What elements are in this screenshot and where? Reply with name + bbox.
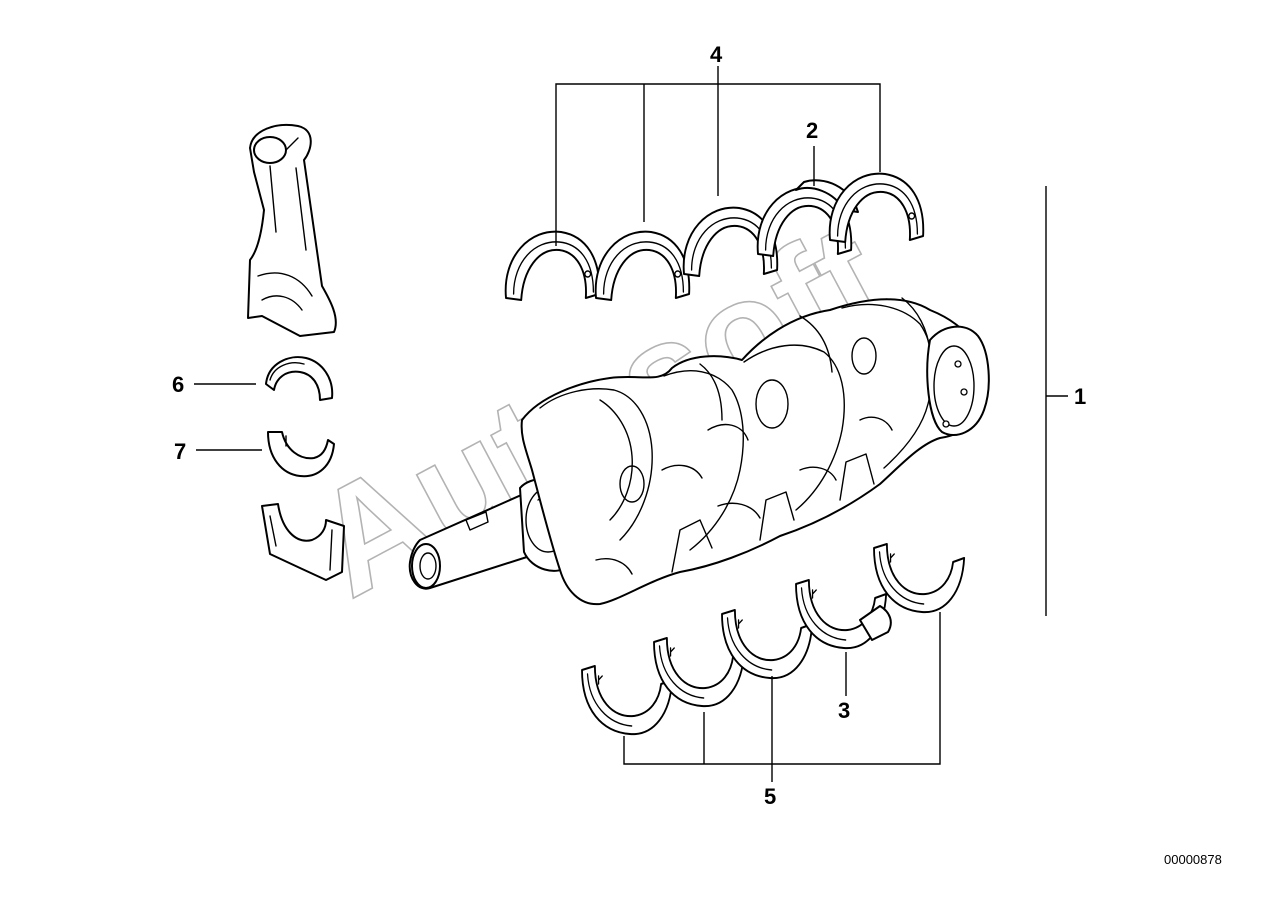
lower-thrust-bearing-shell bbox=[795, 579, 892, 650]
crankshaft bbox=[408, 297, 990, 606]
conrod-bearing-lower bbox=[267, 431, 335, 478]
callout-2: 2 bbox=[806, 118, 818, 143]
connecting-rod bbox=[247, 124, 337, 337]
callout-6: 6 bbox=[172, 372, 184, 397]
callout-5: 5 bbox=[764, 784, 776, 809]
upper-bearing-shell-5 bbox=[828, 172, 925, 243]
callout-1: 1 bbox=[1074, 384, 1086, 409]
upper-bearing-shell-1 bbox=[504, 230, 601, 301]
conrod-bearing-upper bbox=[265, 356, 334, 401]
callout-3: 3 bbox=[838, 698, 850, 723]
leader-lines bbox=[194, 66, 1068, 782]
diagram-reference-number: 00000878 bbox=[1164, 852, 1222, 867]
lower-bearing-shell-5 bbox=[873, 543, 966, 614]
connecting-rod-cap bbox=[261, 503, 345, 581]
callout-4: 4 bbox=[710, 42, 723, 67]
callout-7: 7 bbox=[174, 439, 186, 464]
lower-bearing-shell-1 bbox=[581, 665, 674, 736]
